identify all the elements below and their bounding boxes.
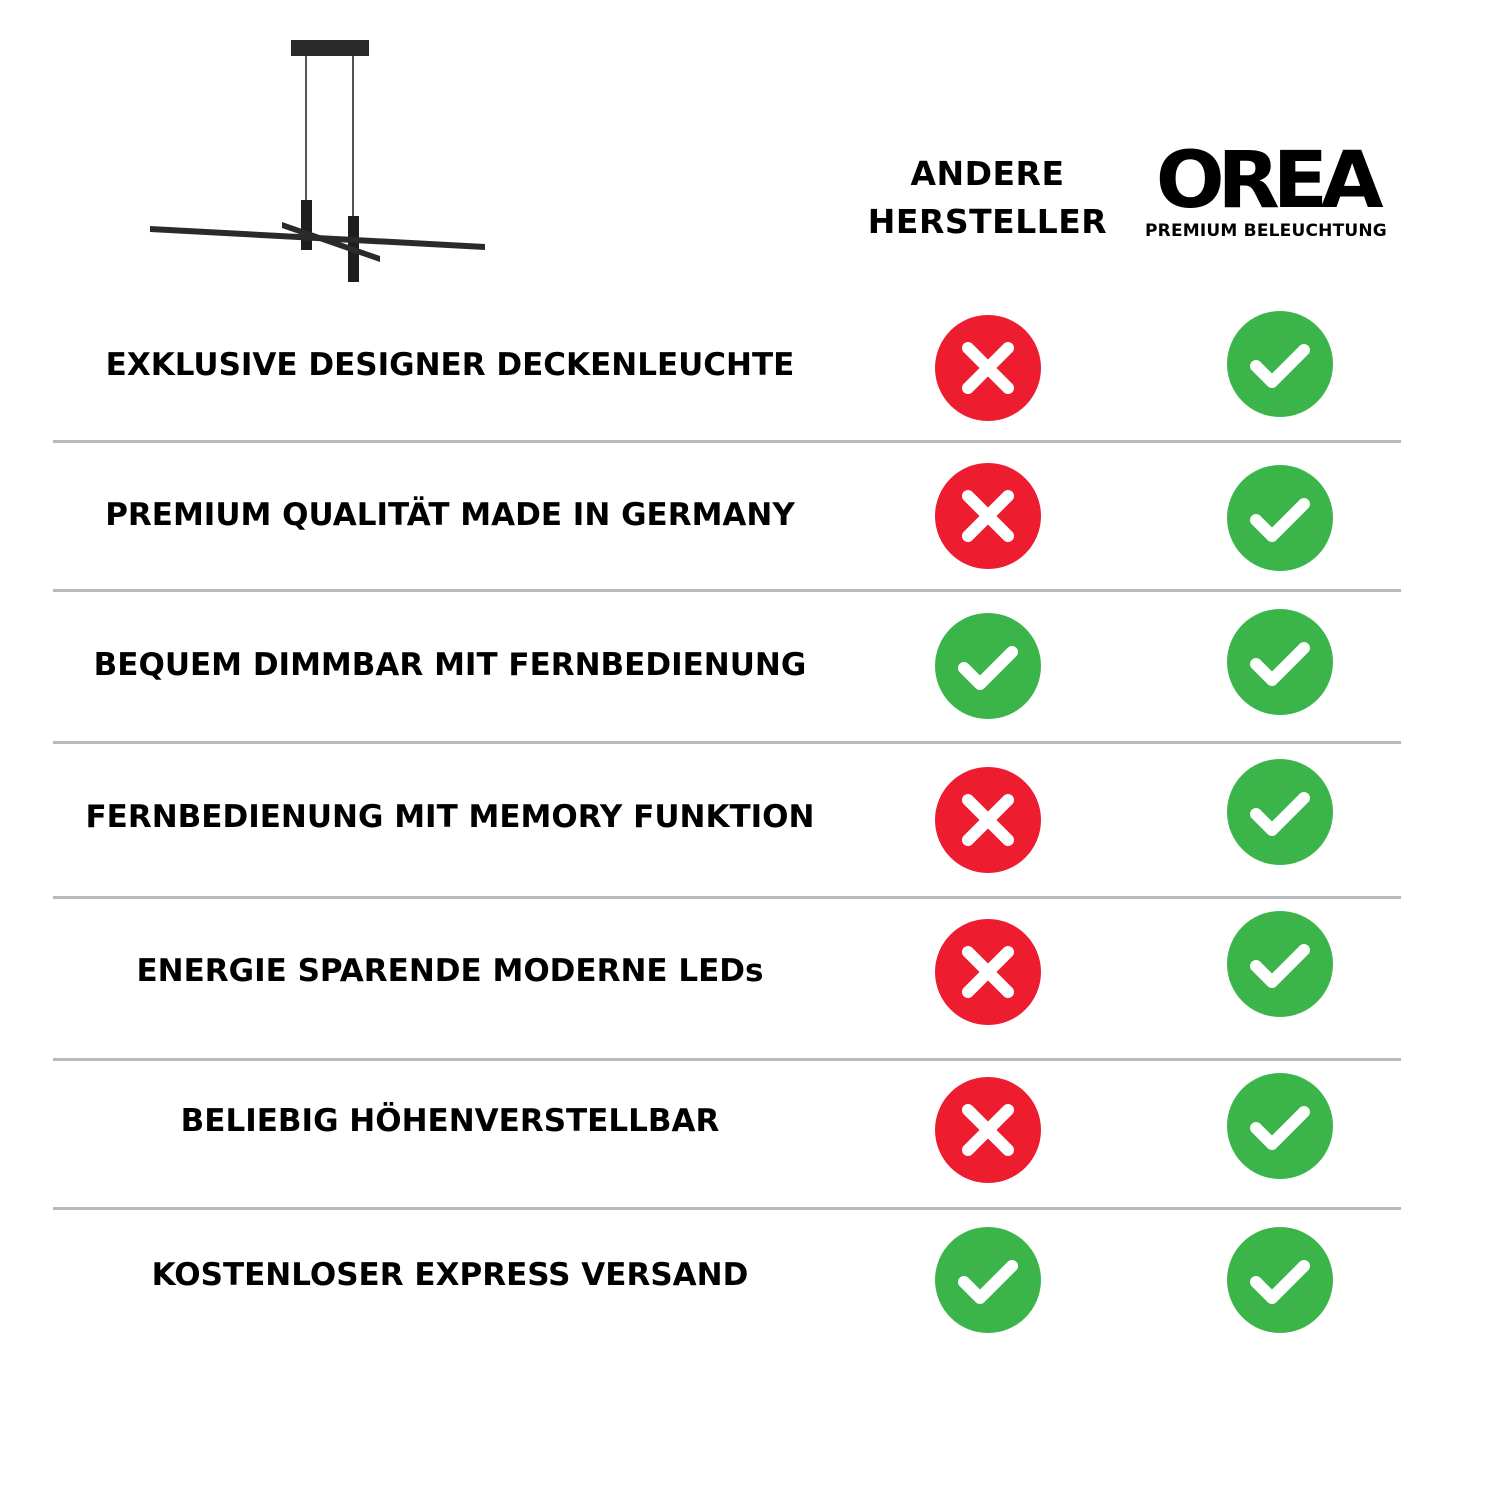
row-divider [53,741,1401,744]
comparison-row: ENERGIE SPARENDE MODERNE LEDs [0,896,1500,1046]
comparison-row: EXKLUSIVE DESIGNER DECKENLEUCHTE [0,290,1500,440]
row-divider [53,589,1401,592]
check-icon [1226,1072,1334,1180]
feature-label: KOSTENLOSER EXPRESS VERSAND [151,1257,749,1293]
check-icon [934,1226,1042,1334]
pendant-lamp-image [140,30,500,290]
cross-icon [934,314,1042,422]
column-header-brand: OREA PREMIUM BELEUCHTUNG [1128,140,1404,242]
row-divider [53,440,1401,443]
comparison-row: BELIEBIG HÖHENVERSTELLBAR [0,1046,1500,1196]
row-divider [53,1207,1401,1210]
feature-label: PREMIUM QUALITÄT MADE IN GERMANY [105,497,795,533]
cross-icon [934,462,1042,570]
check-icon [1226,464,1334,572]
feature-label: BEQUEM DIMMBAR MIT FERNBEDIENUNG [93,647,807,683]
comparison-row: PREMIUM QUALITÄT MADE IN GERMANY [0,440,1500,590]
header-line: HERSTELLER [867,202,1108,241]
cross-icon [934,918,1042,1026]
check-icon [1226,310,1334,418]
check-icon [1226,1226,1334,1334]
cross-icon [934,1076,1042,1184]
check-icon [1226,758,1334,866]
feature-label: FERNBEDIENUNG MIT MEMORY FUNKTION [85,799,815,835]
check-icon [1226,910,1334,1018]
comparison-row: BEQUEM DIMMBAR MIT FERNBEDIENUNG [0,590,1500,740]
comparison-row: FERNBEDIENUNG MIT MEMORY FUNKTION [0,742,1500,892]
brand-tagline: PREMIUM BELEUCHTUNG [1145,221,1387,241]
check-icon [1226,608,1334,716]
comparison-row: KOSTENLOSER EXPRESS VERSAND [0,1200,1500,1350]
feature-label: EXKLUSIVE DESIGNER DECKENLEUCHTE [105,347,795,383]
brand-logo: OREA [1155,136,1384,226]
check-icon [934,612,1042,720]
row-divider [53,896,1401,899]
feature-label: ENERGIE SPARENDE MODERNE LEDs [136,953,764,989]
cross-icon [934,766,1042,874]
column-header-other-manufacturers: ANDERE HERSTELLER [860,150,1115,246]
row-divider [53,1058,1401,1061]
feature-label: BELIEBIG HÖHENVERSTELLBAR [180,1103,720,1139]
header-line: ANDERE [910,154,1065,193]
